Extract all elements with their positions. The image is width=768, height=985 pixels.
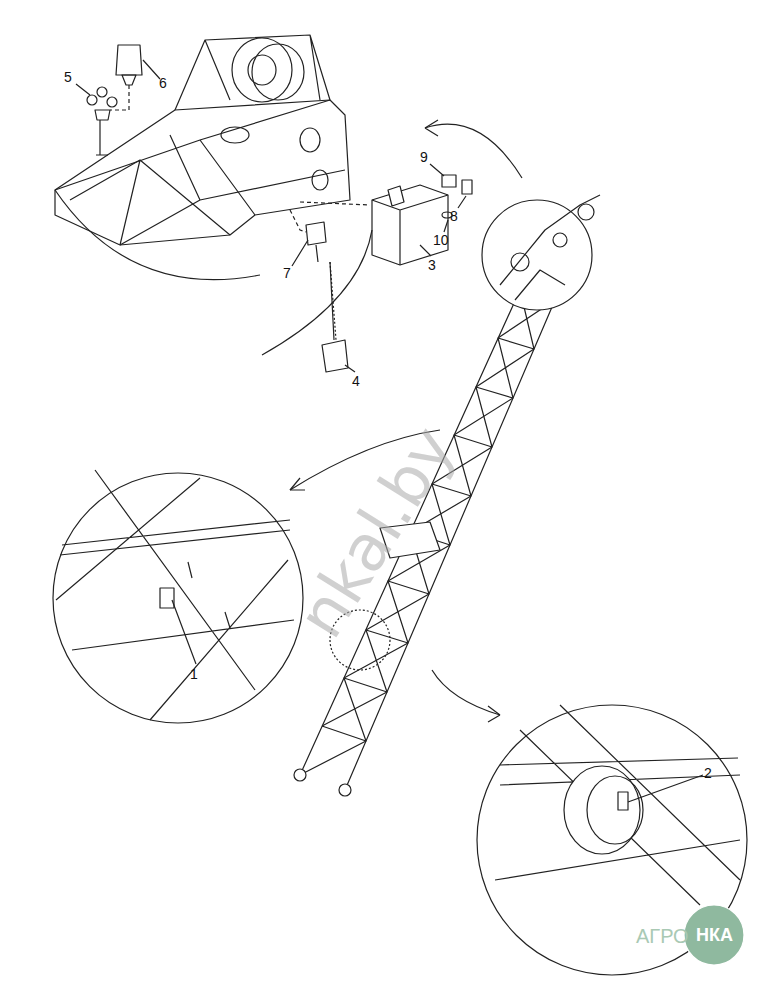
callout-number: 5 xyxy=(64,70,72,84)
logo-text: НКА xyxy=(696,926,733,944)
callout-number: 2 xyxy=(704,766,712,780)
logo-text: АГРО xyxy=(636,926,689,946)
callout-number: 4 xyxy=(352,374,360,388)
watermark: nkal.by xyxy=(287,417,464,648)
callout-number: 3 xyxy=(428,258,436,272)
callout-number: 10 xyxy=(433,233,449,247)
callout-number: 1 xyxy=(190,667,198,681)
callout-number: 6 xyxy=(159,76,167,90)
callout-number: 8 xyxy=(450,209,458,223)
callout-number: 7 xyxy=(283,266,291,280)
callout-number: 9 xyxy=(420,150,428,164)
